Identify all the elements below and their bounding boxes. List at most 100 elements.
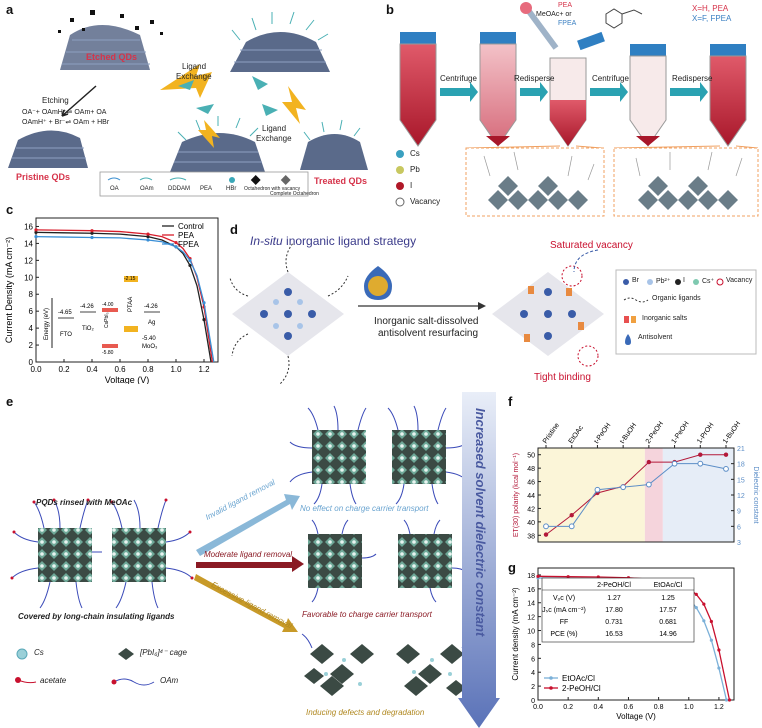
category-label: 1-PrOH bbox=[696, 422, 715, 445]
in-situ-title-prefix: In-situ bbox=[250, 234, 283, 248]
y-right-tick-label: 12 bbox=[737, 493, 745, 500]
y-axis-label: Current Density (mA cm⁻²) bbox=[4, 237, 14, 343]
y-tick-label: 4 bbox=[531, 670, 535, 677]
equation-1: OA⁻+ OAmH⁺⇌ OAm+ OA bbox=[22, 109, 107, 116]
moo3-value: -5.40 bbox=[142, 336, 156, 342]
legend-pb2: Pb²⁺ bbox=[656, 278, 671, 285]
x-tick-label: 1.0 bbox=[170, 365, 182, 374]
y-tick-label: 0 bbox=[29, 358, 34, 367]
ptaa-level bbox=[124, 276, 138, 282]
y-tick-label: 12 bbox=[24, 256, 33, 265]
panel-label-e: e bbox=[6, 394, 14, 409]
data-point bbox=[694, 606, 698, 610]
ptaa-value: -2.15 bbox=[124, 276, 136, 282]
dielectric-arrow-label: Increased solvent dielectric constant bbox=[473, 408, 488, 637]
inducing-label: Inducing defects and degradation bbox=[306, 708, 425, 717]
y-tick-label: 8 bbox=[29, 290, 34, 299]
ag-label: Ag bbox=[148, 320, 155, 326]
data-point bbox=[543, 532, 549, 537]
arrow-label-2: antisolvent resurfacing bbox=[378, 328, 479, 339]
legend-oam-e: OAm bbox=[160, 676, 179, 685]
legend-hbr: HBr bbox=[226, 186, 237, 192]
plot-frame bbox=[35, 217, 219, 363]
data-point bbox=[709, 638, 713, 642]
data-point bbox=[702, 602, 706, 606]
additive-pea: PEA bbox=[558, 2, 573, 9]
panel-d: d In-situ inorganic ligand strategy Inor… bbox=[228, 222, 762, 390]
data-point bbox=[146, 235, 150, 239]
ag-value: -4.26 bbox=[144, 304, 158, 310]
vb-value: -5.80 bbox=[102, 350, 114, 356]
data-point bbox=[174, 245, 178, 249]
ligand-exchange-label-2: Ligand bbox=[262, 124, 287, 133]
data-point bbox=[694, 592, 698, 596]
category-label: 1-BuOH bbox=[722, 420, 742, 445]
fto-label: FTO bbox=[60, 332, 72, 338]
category-label: EtOAc bbox=[568, 424, 586, 445]
data-point bbox=[90, 235, 94, 240]
legend-i: I bbox=[410, 181, 413, 190]
legend-pea: PEA bbox=[200, 186, 213, 192]
tio2-label: TiO₂ bbox=[82, 326, 94, 332]
legend-label: PEA bbox=[178, 231, 195, 240]
data-point bbox=[188, 258, 192, 262]
data-point bbox=[646, 459, 652, 465]
legend-inorganic-salts: Inorganic salts bbox=[642, 315, 688, 322]
legend-marker bbox=[549, 676, 553, 680]
y-right-label: Dielectric constant bbox=[752, 466, 759, 523]
plot-frame bbox=[537, 567, 735, 701]
data-point bbox=[723, 465, 729, 472]
inset-axis-label: Energy (eV) bbox=[44, 308, 50, 340]
region-mid bbox=[644, 448, 663, 542]
x-tick-label: 1.2 bbox=[714, 704, 724, 711]
x-h-label: X=H, PEA bbox=[692, 4, 729, 13]
panel-e-illustration bbox=[10, 392, 500, 728]
data-point bbox=[568, 523, 575, 530]
data-point bbox=[724, 698, 729, 702]
legend-br: Br bbox=[632, 277, 639, 284]
legend-vacancy-d: Vacancy bbox=[726, 277, 753, 284]
data-point bbox=[90, 229, 94, 233]
additive-fpea: FPEA bbox=[558, 20, 577, 27]
panel-label-f: f bbox=[508, 394, 513, 409]
data-point bbox=[671, 460, 678, 467]
y-tick-label: 2 bbox=[29, 341, 34, 350]
data-point bbox=[698, 452, 703, 457]
x-f-label: X=F, FPEA bbox=[692, 14, 732, 23]
y-right-tick-label: 15 bbox=[737, 477, 745, 484]
legend-oam: OAm bbox=[140, 186, 154, 192]
x-tick-label: 0.6 bbox=[624, 704, 634, 711]
table-header: 2-PeOH/Cl bbox=[597, 582, 631, 589]
tube-1 bbox=[399, 32, 437, 147]
y-right-tick-label: 18 bbox=[737, 462, 745, 469]
data-point bbox=[709, 619, 713, 624]
y-tick-label: 6 bbox=[29, 307, 34, 316]
data-point bbox=[174, 240, 178, 245]
data-point bbox=[645, 481, 652, 488]
table-cell: 14.96 bbox=[659, 631, 677, 638]
y-left-label: ET(30) polarity (kcal mol⁻¹) bbox=[513, 453, 520, 537]
legend-label: EtOAc/Cl bbox=[562, 674, 595, 683]
legend-marker bbox=[549, 686, 553, 690]
legend-cs-plus: Cs⁺ bbox=[702, 278, 715, 285]
step-redisperse-1: Redisperse bbox=[514, 74, 555, 83]
category-label: 1-PeOH bbox=[670, 420, 690, 445]
x-tick-label: 1.0 bbox=[684, 704, 694, 711]
x-tick-label: 0.8 bbox=[142, 365, 154, 374]
panel-b: b bbox=[378, 0, 762, 220]
y-tick-label: 12 bbox=[527, 615, 535, 622]
series-pea bbox=[35, 229, 214, 363]
ligand-exchange-label-2b: Exchange bbox=[256, 134, 292, 143]
y-axis-label: Current density (mA cm⁻²) bbox=[511, 587, 520, 680]
table-cell: 17.80 bbox=[605, 607, 623, 614]
category-label: t-BuOH bbox=[619, 422, 638, 445]
table-cell: 0.731 bbox=[605, 619, 623, 626]
treated-qds-label: Treated QDs bbox=[314, 176, 368, 186]
data-point bbox=[723, 452, 729, 457]
legend-iodide: I bbox=[683, 277, 685, 284]
y-left-tick-label: 50 bbox=[527, 453, 535, 460]
